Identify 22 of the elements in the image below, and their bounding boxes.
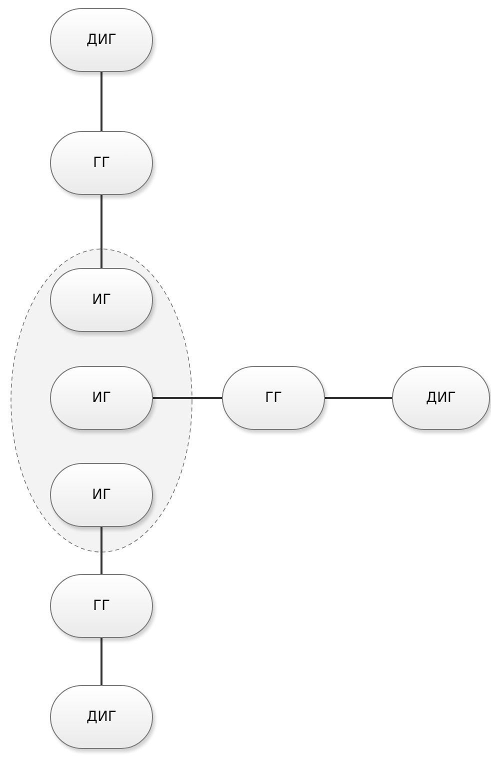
node-label: ИГ [92, 292, 111, 308]
connector-line [153, 397, 222, 399]
node-label: ДИГ [86, 32, 116, 48]
node-label: ДИГ [426, 390, 456, 406]
rounded-box [392, 366, 490, 430]
node-label: ИГ [92, 390, 111, 406]
connector-line [325, 397, 392, 399]
connector-line [100, 72, 102, 131]
node-label: ГГ [264, 390, 282, 406]
connector-line [100, 527, 102, 574]
connector-line [100, 195, 102, 268]
rounded-box [50, 574, 153, 638]
connector-line [100, 638, 102, 685]
node-label: ГГ [92, 155, 110, 171]
rounded-box [50, 8, 153, 72]
rounded-box [50, 685, 153, 749]
node-label: ДИГ [86, 709, 116, 725]
node-label: ГГ [92, 598, 110, 614]
rounded-box [222, 366, 325, 430]
group-ellipse [10, 248, 193, 553]
node-label: ИГ [92, 487, 111, 503]
rounded-box [50, 131, 153, 195]
